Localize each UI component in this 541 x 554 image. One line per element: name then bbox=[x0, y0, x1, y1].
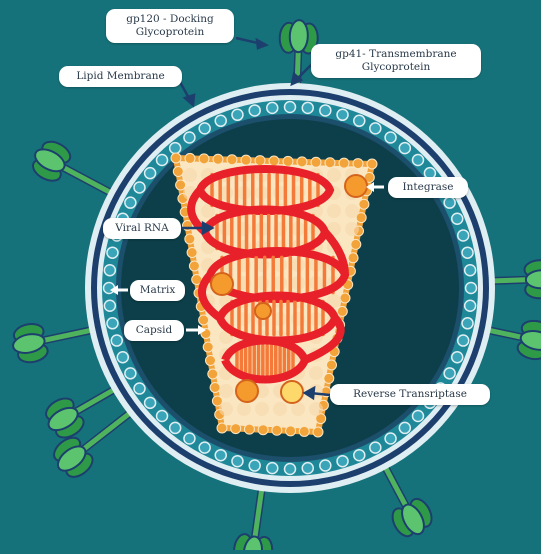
reverse-transcriptase-enzyme bbox=[281, 381, 303, 403]
label-lipid-membrane: Lipid Membrane bbox=[59, 66, 182, 87]
label-gp120-line2: Glycoprotein bbox=[114, 26, 226, 39]
label-reverse-transcriptase: Reverse Transriptase bbox=[330, 384, 490, 405]
label-capsid: Capsid bbox=[124, 320, 184, 341]
label-integrase: Integrase bbox=[388, 177, 468, 198]
label-gp41: gp41- Transmembrane Glycoprotein bbox=[311, 44, 481, 78]
label-viral-rna: Viral RNA bbox=[103, 218, 181, 239]
label-gp120-line1: gp120 - Docking bbox=[114, 13, 226, 26]
integrase-enzyme bbox=[345, 175, 367, 197]
matrix-enzyme bbox=[211, 273, 233, 295]
rna-enzyme bbox=[255, 303, 271, 319]
label-matrix: Matrix bbox=[130, 280, 185, 301]
label-gp41-line2: Glycoprotein bbox=[319, 61, 473, 74]
enzyme-dot bbox=[236, 380, 258, 402]
label-gp41-line1: gp41- Transmembrane bbox=[319, 48, 473, 61]
label-gp120: gp120 - Docking Glycoprotein bbox=[106, 9, 234, 43]
